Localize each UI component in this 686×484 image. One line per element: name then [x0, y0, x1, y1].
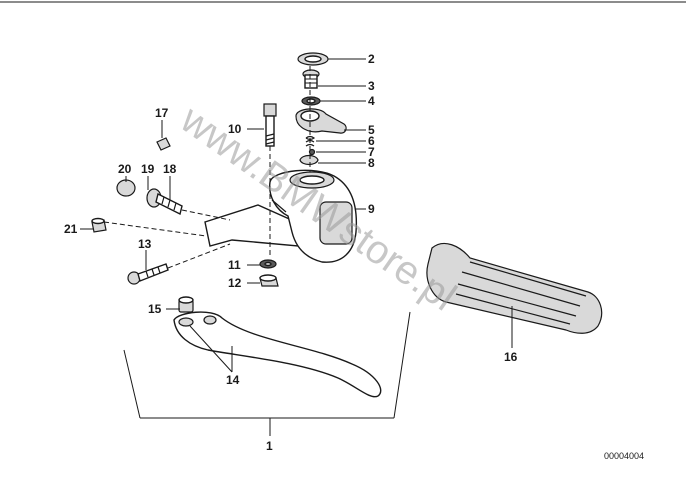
- callout-3: 3: [368, 79, 375, 93]
- diagram-reference-number: 00004004: [604, 451, 644, 461]
- callout-6: 6: [368, 134, 375, 148]
- part-lever-housing: [204, 169, 358, 263]
- callout-21: 21: [64, 222, 78, 236]
- callout-5: 5: [368, 123, 375, 137]
- callout-2: 2: [368, 52, 375, 66]
- callout-17: 17: [155, 106, 169, 120]
- callout-12: 12: [228, 276, 242, 290]
- part-ball: [308, 148, 316, 156]
- callout-8: 8: [368, 156, 375, 170]
- part-clip: [299, 154, 319, 166]
- leader-lines: [80, 58, 513, 436]
- part-long-screw: [127, 263, 169, 285]
- callout-7: 7: [368, 145, 375, 159]
- callout-9: 9: [368, 202, 375, 216]
- part-handlebar-grip: [426, 243, 603, 334]
- callout-13: 13: [138, 237, 152, 251]
- part-circlip: [297, 52, 329, 66]
- callout-14: 14: [226, 373, 240, 387]
- part-clutch-lever: [173, 311, 382, 398]
- part-screw: [302, 69, 320, 89]
- part-dust-cap: [116, 179, 136, 197]
- callout-16: 16: [504, 350, 518, 364]
- callout-10: 10: [228, 122, 242, 136]
- callout-15: 15: [148, 302, 162, 316]
- part-wedge: [156, 137, 171, 151]
- part-nut: [259, 274, 279, 287]
- callout-19: 19: [141, 162, 155, 176]
- part-adjusting-screw: [146, 188, 183, 216]
- callout-4: 4: [368, 94, 375, 108]
- part-washer-small: [259, 259, 277, 269]
- part-bolt: [263, 103, 277, 147]
- part-washer: [301, 96, 321, 106]
- callout-18: 18: [163, 162, 177, 176]
- part-cap-nut: [91, 217, 107, 233]
- assembly-axis-lines: [103, 66, 311, 269]
- part-adjusting-lever: [295, 108, 347, 134]
- callout-11: 11: [228, 258, 241, 272]
- callout-20: 20: [118, 162, 132, 176]
- part-bush: [178, 296, 194, 313]
- callout-1: 1: [266, 439, 273, 453]
